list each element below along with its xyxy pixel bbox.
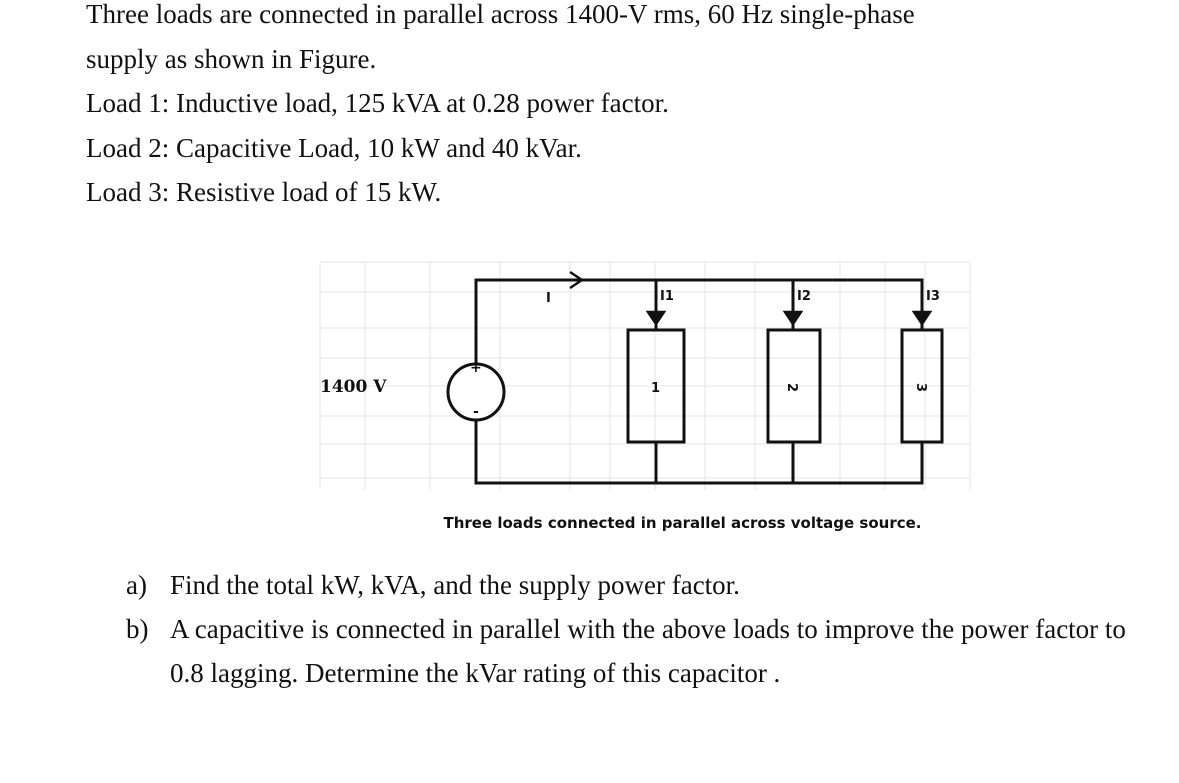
figure-caption: Three loads connected in parallel across… xyxy=(443,514,922,532)
load-3-label: 3 xyxy=(913,383,928,392)
circuit-wires xyxy=(474,278,924,485)
total-current-arrow xyxy=(548,270,585,290)
load-2-spec: Load 2: Capacitive Load, 10 kW and 40 kV… xyxy=(86,132,582,163)
question-b: b) A capacitive is connected in parallel… xyxy=(126,607,1136,695)
source-minus-sign: - xyxy=(473,404,479,420)
voltage-source xyxy=(446,362,506,422)
load-3-spec: Load 3: Resistive load of 15 kW. xyxy=(86,177,442,207)
branch-2-current-label: I2 xyxy=(797,289,811,304)
question-a: a) Find the total kW, kVA, and the suppl… xyxy=(126,563,1136,607)
circuit-figure: 1400 V + - I I1 I2 I3 1 2 3 Three loads … xyxy=(310,250,980,550)
question-marker: b) xyxy=(126,614,149,644)
branch-3-current-label: I3 xyxy=(926,289,940,304)
background-grid xyxy=(319,261,971,490)
problem-line: Three loads are connected in parallel ac… xyxy=(86,0,915,29)
load-1-box xyxy=(626,328,686,444)
load-1-label: 1 xyxy=(651,381,660,396)
question-text: A capacitive is connected in parallel wi… xyxy=(170,614,1126,688)
total-current-label: I xyxy=(546,291,551,306)
problem-statement: Three loads are connected in parallel ac… xyxy=(86,0,1166,215)
circuit-diagram: 1400 V + - I I1 I2 I3 1 2 3 xyxy=(319,261,971,490)
source-plus-sign: + xyxy=(470,360,482,376)
problem-line: supply as shown in Figure. xyxy=(86,43,377,74)
branch-1-current-label: I1 xyxy=(660,289,674,304)
load-3-box xyxy=(900,328,944,444)
question-text: Find the total kW, kVA, and the supply p… xyxy=(170,570,740,600)
load-2-box xyxy=(766,328,822,444)
branch-current-arrows xyxy=(645,298,933,327)
question-marker: a) xyxy=(126,570,147,600)
load-2-label: 2 xyxy=(784,383,799,392)
question-list: a) Find the total kW, kVA, and the suppl… xyxy=(126,563,1136,695)
source-voltage-label: 1400 V xyxy=(320,377,387,397)
load-1-spec: Load 1: Inductive load, 125 kVA at 0.28 … xyxy=(86,88,669,118)
